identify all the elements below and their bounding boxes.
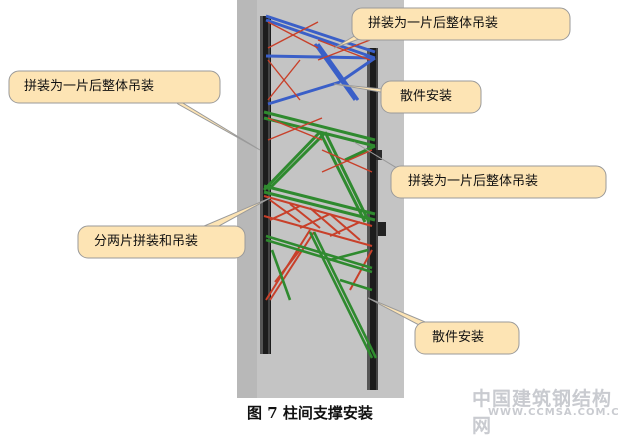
callout-left-lower-box: [77, 225, 246, 259]
diagram-canvas: [8, 0, 607, 398]
callout-scatter-upper-text: 散件安装: [400, 89, 453, 104]
callout-scatter-lower-text: 散件安装: [432, 330, 485, 345]
callout-scatter-upper-box: [380, 80, 482, 114]
middle-green-bracing: [262, 110, 376, 223]
callout-scatter-lower-box: [414, 321, 520, 355]
callout-left-lower-text: 分两片拼装和吊装: [94, 234, 199, 249]
column-bracket: [378, 222, 386, 236]
callout-bubbles: [8, 7, 607, 355]
upper-blue-bracing: [265, 14, 376, 106]
panel-shadow: [237, 0, 257, 398]
column-bracket: [376, 150, 382, 160]
callout-right-middle-box: [390, 165, 607, 199]
figure-caption: 图 7 柱间支撑安装: [247, 404, 373, 422]
callout-right-middle-text: 拼装为一片后整体吊装: [408, 174, 539, 189]
callout-top-right-text: 拼装为一片后整体吊装: [368, 16, 499, 31]
callout-top-right-box: [351, 7, 571, 41]
callout-left-upper-box: [8, 70, 221, 104]
upper-red-bracing: [267, 21, 371, 101]
callout-left-upper-text: 拼装为一片后整体吊装: [24, 79, 155, 94]
middle-red-bracing: [267, 117, 373, 173]
lower-red-bracing: [263, 195, 373, 301]
lower-green-bracing: [265, 231, 378, 359]
watermark-url: WWW.CCMSA.COM.CN: [488, 407, 620, 418]
